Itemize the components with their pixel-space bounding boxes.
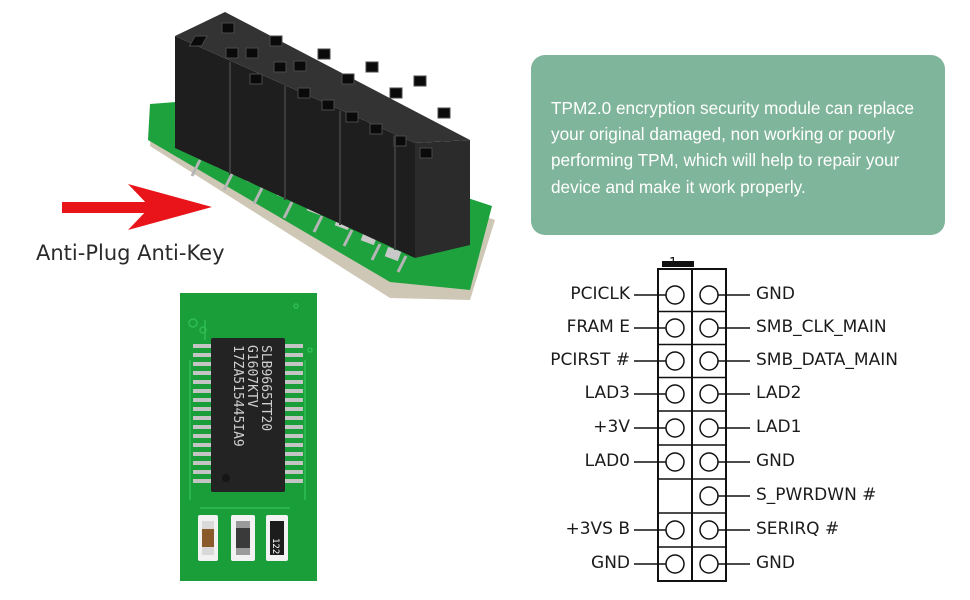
pin-hole-left (665, 520, 685, 540)
pin-hole-left (665, 351, 685, 371)
smd-components (198, 515, 288, 561)
pin-hole-left (665, 318, 685, 338)
pin-hole-right (699, 554, 719, 574)
pin-label-right: LAD2 (756, 383, 802, 403)
description-callout: TPM2.0 encryption security module can re… (531, 55, 945, 235)
pin-label-left: PCIRST # (550, 350, 630, 370)
pin-hole-right (699, 351, 719, 371)
product-illustration: SLB9665TT20 G1607KTV 17ZA515445IA9 122 (62, 12, 495, 581)
pin-hole-left (665, 554, 685, 574)
pin-hole-left (665, 418, 685, 438)
socket-holes (188, 22, 451, 159)
pin-label-left: GND (591, 553, 630, 573)
pin-hole-right (699, 318, 719, 338)
pin-label-left: +3VS B (565, 519, 630, 539)
anti-plug-label: Anti-Plug Anti-Key (36, 241, 225, 265)
pin-label-right: SMB_DATA_MAIN (756, 350, 898, 370)
pin-label-right: SERIRQ # (756, 519, 840, 539)
pin-label-left: +3V (593, 417, 630, 437)
pin-label-right: S_PWRDWN # (756, 485, 877, 505)
pin-label-right: GND (756, 553, 795, 573)
pin-label-right: SMB_CLK_MAIN (756, 317, 887, 337)
pin-hole-right (699, 384, 719, 404)
pin-hole-right (699, 452, 719, 472)
tpm-module-bottom-view: SLB9665TT20 G1607KTV 17ZA515445IA9 122 (180, 293, 317, 581)
pin1-marker: 1 (669, 256, 678, 271)
pin-label-right: GND (756, 451, 795, 471)
pin-hole-right (699, 418, 719, 438)
pin-hole-right (699, 285, 719, 305)
pin-header-diagram (634, 261, 750, 582)
pin-hole-left (665, 285, 685, 305)
pin-label-left: PCICLK (570, 284, 630, 304)
pin-label-left: LAD3 (584, 383, 630, 403)
chip-marking-3: 17ZA515445IA9 (230, 345, 245, 447)
pin-label-left: FRAM E (566, 317, 630, 337)
tpm-module-top-view (148, 12, 495, 300)
pin-hole-left (665, 452, 685, 472)
chip-marking-1: SLB9665TT20 (258, 345, 273, 431)
pin-hole-left (665, 384, 685, 404)
pin-label-left: LAD0 (584, 451, 630, 471)
tpm-chip (211, 338, 285, 492)
chip-marking-2: G1607KTV (244, 345, 259, 408)
pin-label-right: GND (756, 284, 795, 304)
red-arrow-icon (62, 184, 212, 230)
header-column-right (691, 268, 727, 582)
resistor-marking: 122 (270, 538, 280, 554)
description-text: TPM2.0 encryption security module can re… (551, 98, 915, 197)
pin-label-right: LAD1 (756, 417, 802, 437)
pin-hole-right (699, 520, 719, 540)
pin-hole-right (699, 486, 719, 506)
